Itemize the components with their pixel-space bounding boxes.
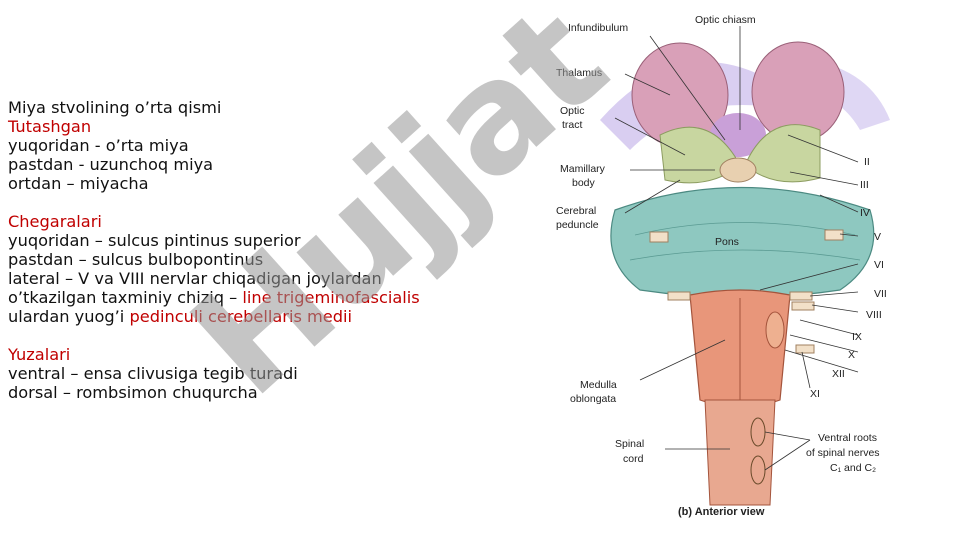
label-nerve-ix: IX [852,331,862,343]
label-nerve-xii: XII [832,368,845,380]
label-optic-chiasm: Optic chiasm [695,14,756,26]
label-cerebral-peduncle: Cerebral [556,205,596,217]
spacer [8,326,528,345]
label-thalamus: Thalamus [556,67,602,79]
text-line: pastdan – sulcus bulbopontinus [8,250,264,269]
text-segment: o’tkazilgan taxminiy chiziq – [8,288,243,307]
text-line: ortdan – miyacha [8,174,149,193]
heading-connected: Tutashgan [8,117,92,136]
label-optic-tract: Optic [560,105,585,117]
label-nerve-iii: III [860,179,869,191]
text-line: ulardan yuog’i pedinculi cerebellaris me… [8,307,528,326]
text-line: lateral – V va VIII nervlar chiqadigan j… [8,269,382,288]
text-line: pastdan - uzunchoq miya [8,155,214,174]
label-ventral-roots: of spinal nerves [806,447,880,459]
label-pons: Pons [715,236,739,248]
heading-surfaces: Yuzalari [8,345,71,364]
label-spinal-cord: cord [623,453,644,465]
label-infundibulum: Infundibulum [568,22,628,34]
label-nerve-xi: XI [810,388,820,400]
highlight-term: pedinculi cerebellaris medii [129,307,353,326]
label-mamillary-body: body [572,177,596,189]
brainstem-illustration: Infundibulum Optic chiasm Thalamus Optic… [556,14,890,518]
label-medulla: Medulla [580,379,617,391]
label-nerve-ii: II [864,156,870,168]
text-line: o’tkazilgan taxminiy chiziq – line trige… [8,288,528,307]
label-mamillary-body: Mamillary [560,163,606,175]
heading-midbrain-part: Miya stvolining o’rta qismi [8,98,222,117]
label-cerebral-peduncle: peduncle [556,219,599,231]
heading-boundaries: Chegaralari [8,212,102,231]
label-nerve-x: X [848,349,855,361]
label-nerve-vi: VI [874,259,884,271]
label-ventral-roots: C₁ and C₂ [830,462,876,474]
body-text: Miya stvolining o’rta qismi Tutashgan yu… [8,98,528,402]
text-line: ventral – ensa clivusiga tegib turadi [8,364,298,383]
figure-caption: (b) Anterior view [678,506,765,518]
label-spinal-cord: Spinal [615,438,644,450]
label-nerve-vii: VII [874,288,887,300]
label-nerve-v: V [874,231,881,243]
text-line: yuqoridan – sulcus pintinus superior [8,231,301,250]
label-optic-tract: tract [562,119,583,131]
label-nerve-iv: IV [860,207,870,219]
label-medulla: oblongata [570,393,616,405]
label-ventral-roots: Ventral roots [818,432,877,444]
highlight-term: line trigeminofascialis [242,288,420,307]
label-nerve-viii: VIII [866,309,882,321]
text-line: yuqoridan - o’rta miya [8,136,189,155]
spacer [8,193,528,212]
brainstem-figure: Infundibulum Optic chiasm Thalamus Optic… [540,0,961,540]
text-segment: ulardan yuog’i [8,307,130,326]
text-line: dorsal – rombsimon chuqurcha [8,383,258,402]
